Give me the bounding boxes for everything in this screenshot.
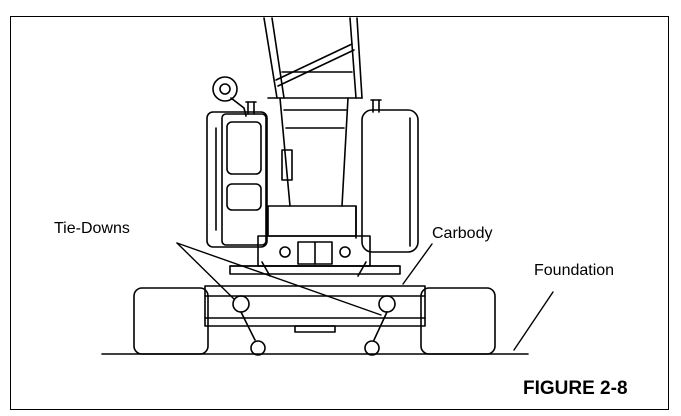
tie-down-left	[232, 295, 266, 356]
turntable-base	[229, 235, 401, 277]
center-machinery	[267, 97, 363, 239]
label-foundation: Foundation	[534, 262, 615, 279]
carbody	[204, 285, 426, 333]
right-housing	[361, 109, 419, 253]
right-track	[420, 287, 496, 355]
left-track	[133, 287, 209, 355]
figure-frame	[10, 16, 669, 410]
label-tie-downs: Tie-Downs	[54, 220, 130, 237]
boom-lattice	[263, 17, 363, 99]
hook-sheave	[212, 76, 247, 117]
figure-caption: FIGURE 2-8	[523, 378, 628, 399]
top-posts	[245, 99, 382, 115]
label-carbody: Carbody	[432, 225, 493, 242]
tie-down-right	[364, 295, 396, 356]
leader-lines	[176, 242, 554, 351]
left-cab	[206, 111, 268, 248]
